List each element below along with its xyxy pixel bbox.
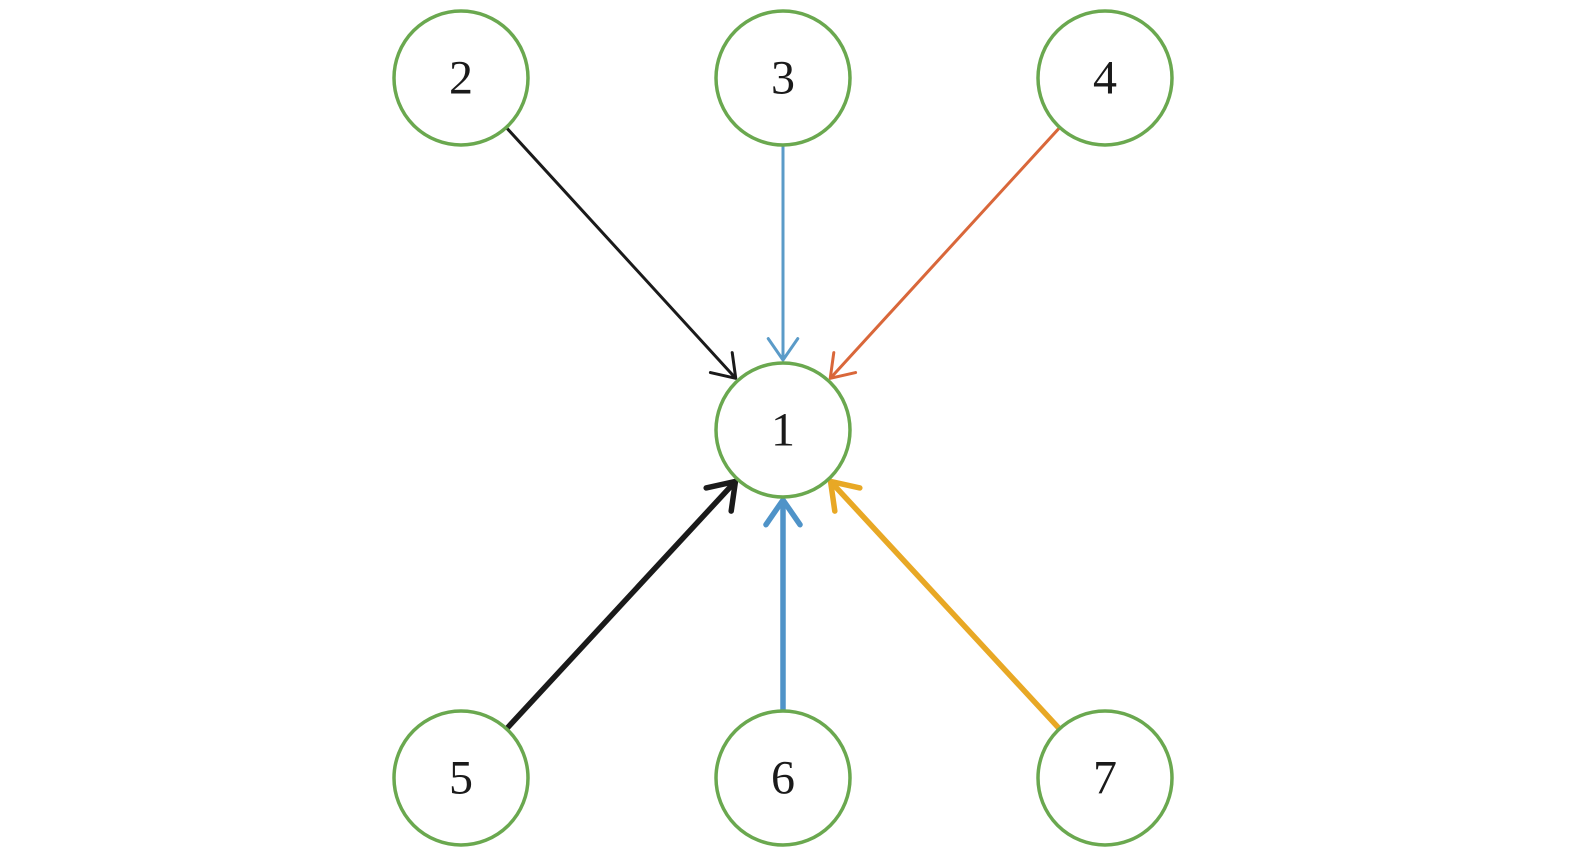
arrow-head [763, 497, 803, 528]
arrow-head [708, 351, 738, 380]
node-1: 1 [714, 361, 852, 499]
node-label: 3 [771, 52, 795, 105]
edge-7-to-1 [827, 478, 1062, 731]
node-circle [392, 709, 530, 847]
node-circle [714, 709, 852, 847]
node-5: 5 [392, 709, 530, 847]
node-4: 4 [1036, 9, 1174, 147]
node-circle [1036, 709, 1174, 847]
arrow-head [828, 351, 858, 380]
edge-6-to-1 [763, 497, 803, 711]
node-3: 3 [714, 9, 852, 147]
arrow-head [703, 478, 739, 514]
edge-3-to-1 [766, 145, 800, 362]
edge-line [504, 479, 738, 731]
arrow-head [766, 337, 800, 362]
node-circle [1036, 9, 1174, 147]
nodes-layer: 1 2 3 4 5 6 7 [392, 9, 1174, 847]
node-7: 7 [1036, 709, 1174, 847]
edge-5-to-1 [504, 478, 739, 731]
edge-line [828, 479, 1062, 731]
node-label: 4 [1093, 52, 1117, 105]
node-label: 2 [449, 52, 473, 105]
node-circle [714, 9, 852, 147]
node-label: 1 [771, 404, 795, 457]
edge-4-to-1 [828, 126, 1061, 380]
edge-line [829, 126, 1061, 380]
arrow-head [827, 478, 863, 514]
edge-line [505, 126, 737, 380]
node-6: 6 [714, 709, 852, 847]
node-circle [392, 9, 530, 147]
edge-2-to-1 [505, 126, 738, 380]
edges-layer [504, 126, 1062, 731]
node-label: 5 [449, 752, 473, 805]
node-2: 2 [392, 9, 530, 147]
node-circle [714, 361, 852, 499]
node-label: 7 [1093, 752, 1117, 805]
node-label: 6 [771, 752, 795, 805]
